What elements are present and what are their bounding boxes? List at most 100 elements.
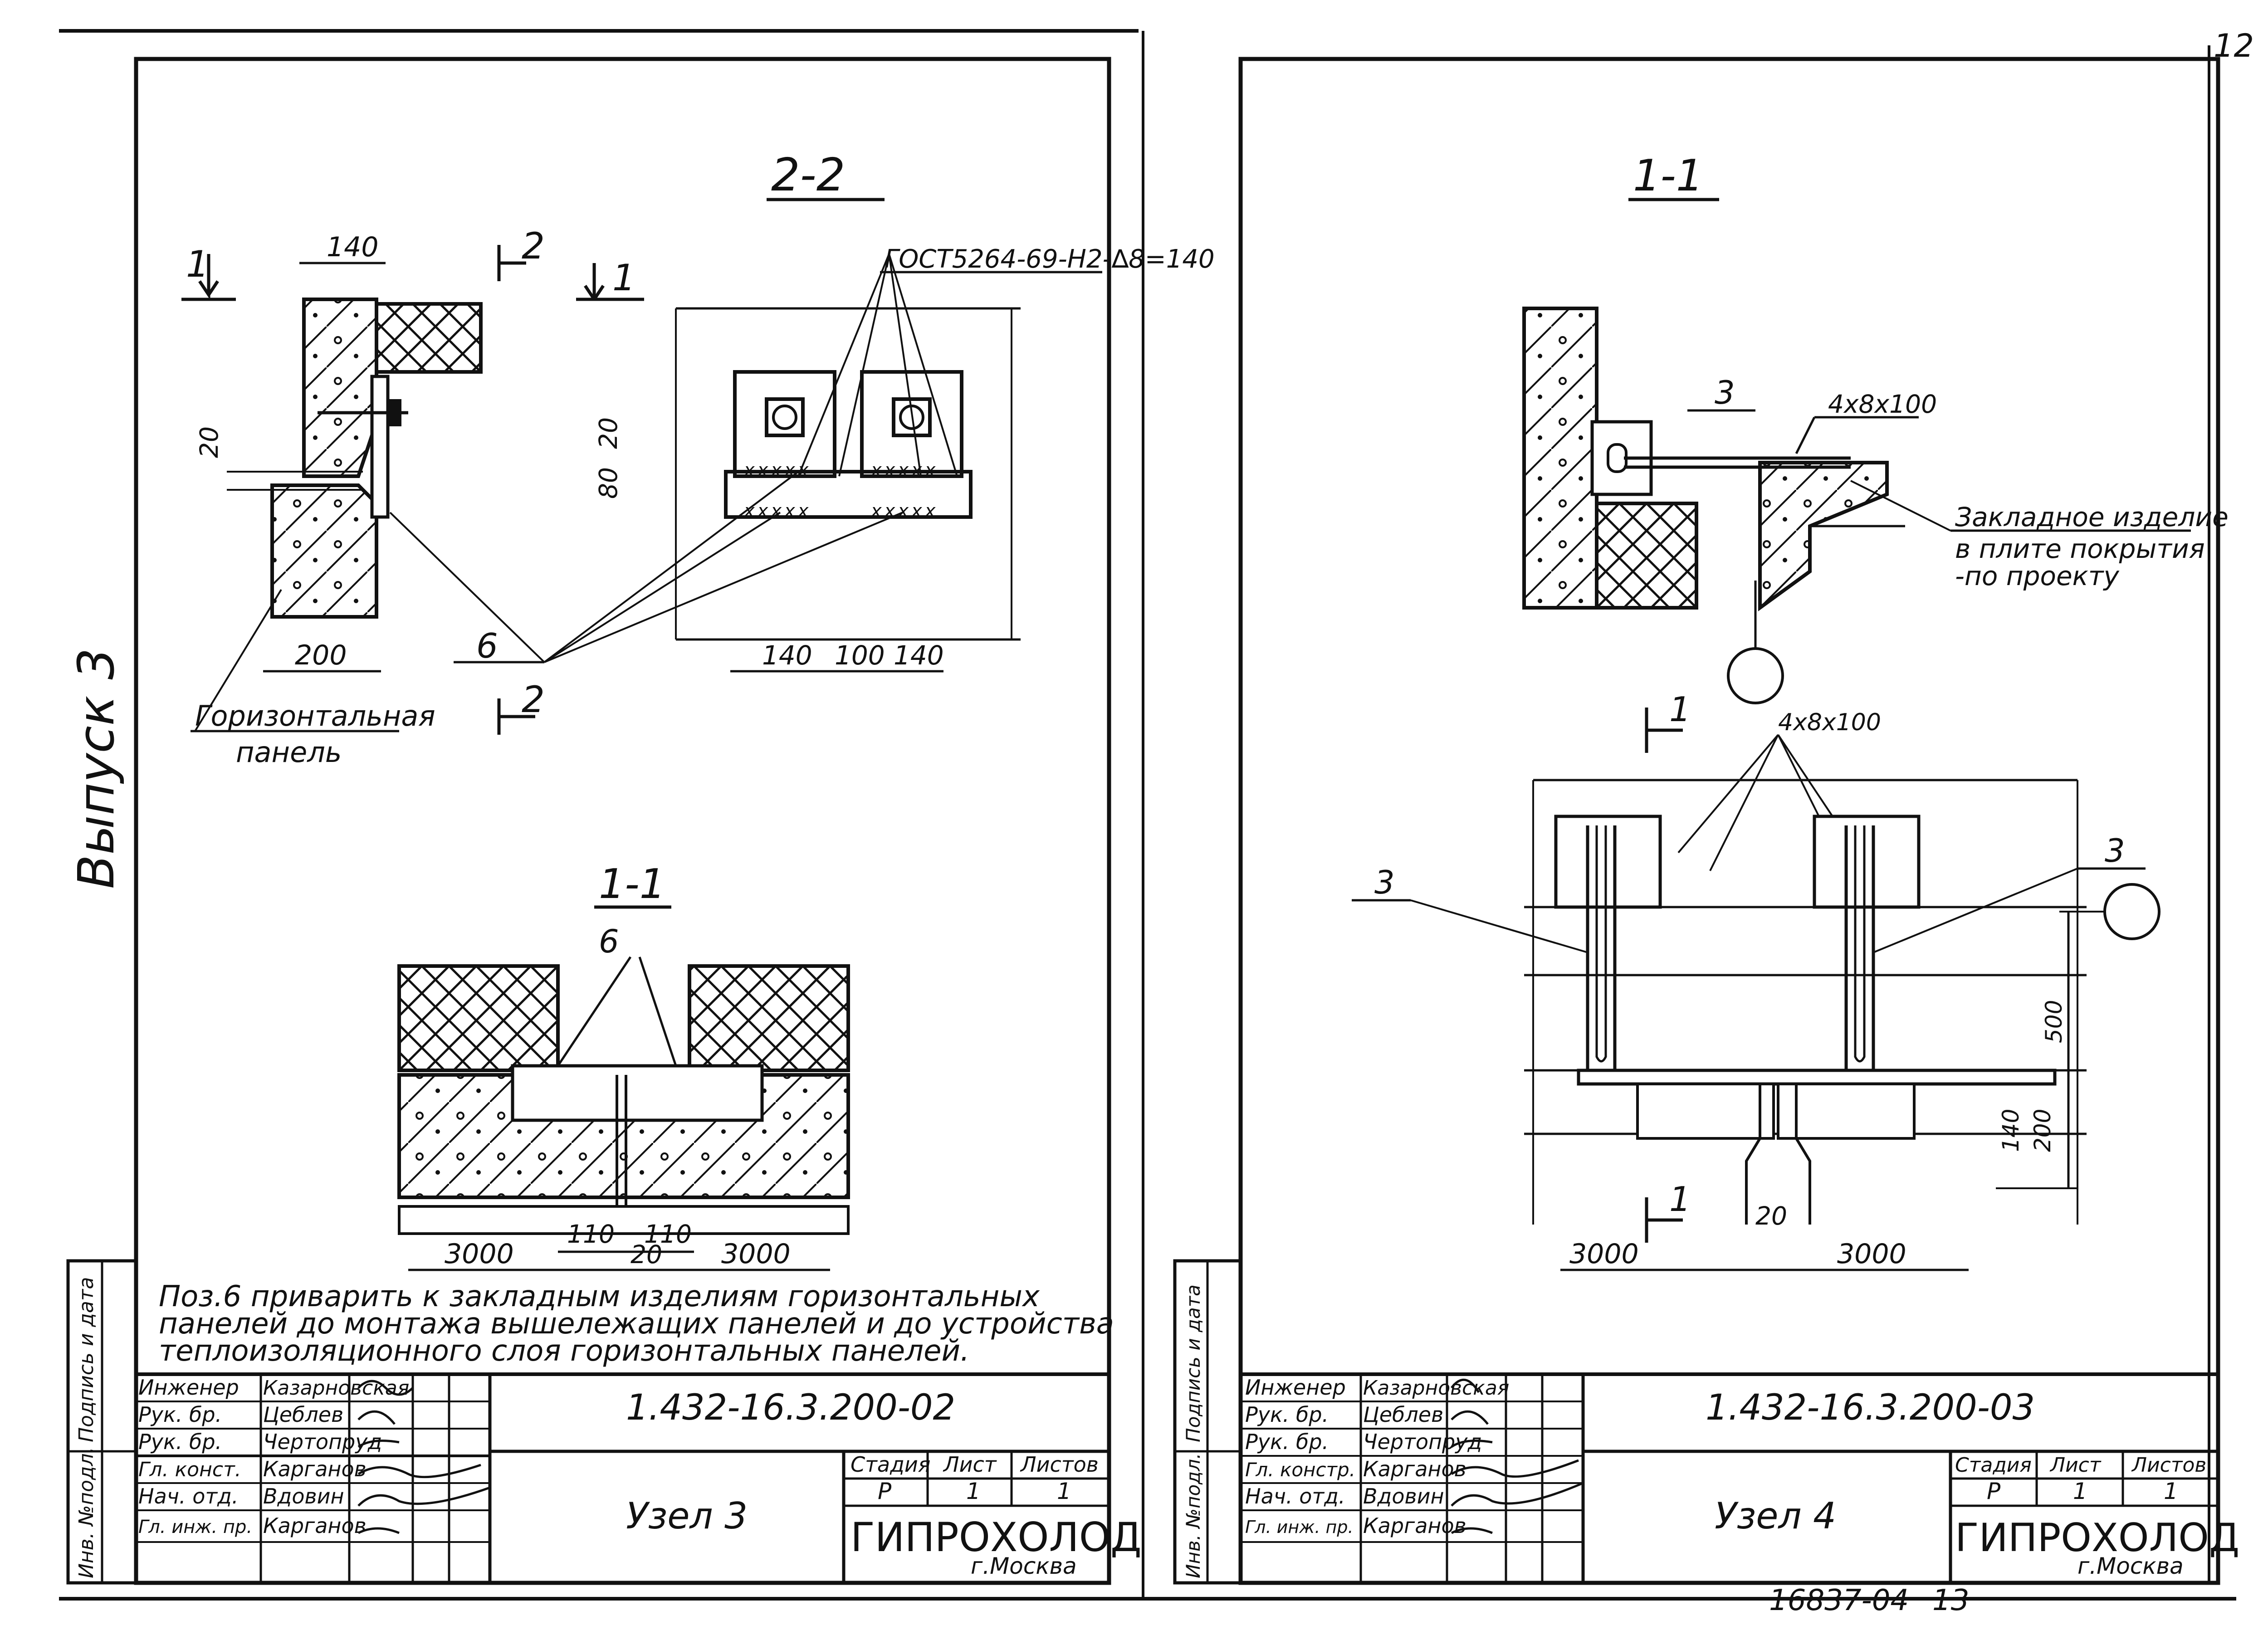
corner-number: 12 bbox=[2214, 27, 2254, 64]
embed-label-1: Закладное изделие bbox=[1955, 502, 2229, 532]
dim-3000-a: 3000 bbox=[445, 1238, 514, 1270]
dim-140-b: 140 bbox=[894, 640, 944, 671]
dim-110-a: 110 bbox=[567, 1220, 615, 1249]
note-block: Поз.6 приварить к закладным изделиям гор… bbox=[159, 1280, 1114, 1368]
dim-100: 100 bbox=[835, 640, 885, 671]
right-sheet: 12 1-1 3 4x8x100 Закладное изделие в пли… bbox=[1173, 27, 2254, 1617]
dim-20-b: 20 bbox=[594, 417, 623, 449]
staff-name-3: Карганов bbox=[263, 1457, 367, 1481]
page-number: 13 bbox=[1932, 1584, 1969, 1617]
embed-label-2: в плите покрытия bbox=[1955, 533, 2205, 564]
section-2-2-title: 2-2 bbox=[771, 148, 845, 201]
dim-3000-c: 3000 bbox=[1569, 1238, 1639, 1270]
pos-3-top: 3 bbox=[1715, 374, 1735, 411]
dim-200: 200 bbox=[2029, 1109, 2056, 1152]
sheets-left: 1 bbox=[1057, 1478, 1071, 1504]
staff-name-1: Цеблев bbox=[263, 1402, 343, 1427]
staff-role-1: Рук. бр. bbox=[138, 1402, 222, 1427]
city-right: г.Москва bbox=[2077, 1553, 2184, 1579]
city-left: г.Москва bbox=[971, 1553, 1077, 1579]
left-title-block: Инженер Казарновская Рук. бр. Цеблев Рук… bbox=[134, 1372, 1142, 1585]
left-sheet: Выпуск 3 2-2 1 1 2 2 140 2 bbox=[66, 57, 1215, 1585]
dim-110-b: 110 bbox=[644, 1220, 692, 1249]
staff-role-4: Нач. отд. bbox=[138, 1484, 239, 1508]
sheet-left: 1 bbox=[966, 1478, 981, 1504]
left-side-columns: Инв. №подл. Подпись и дата bbox=[66, 1259, 138, 1585]
side-col-inv-right: Инв. №подл. bbox=[1182, 1453, 1204, 1578]
cut-mark-1-left: 1 bbox=[186, 243, 209, 285]
side-col-sign-left: Подпись и дата bbox=[75, 1277, 98, 1442]
staff-role-3: Гл. конст. bbox=[138, 1458, 241, 1481]
stage-head-left: Стадия bbox=[850, 1452, 930, 1477]
section-1-1-title-right: 1-1 bbox=[1633, 151, 1703, 201]
dim-20-left: 20 bbox=[195, 426, 224, 458]
stage-head-right: Стадия bbox=[1955, 1454, 2032, 1477]
svg-text:xxxxx: xxxxx bbox=[743, 460, 811, 481]
cut-mark-1-right: 1 bbox=[612, 257, 635, 299]
sheets-head-right: Листов bbox=[2131, 1454, 2206, 1477]
staff-name-2: Чертопруд bbox=[263, 1430, 382, 1454]
cut-mark-top: 1 bbox=[1669, 689, 1691, 729]
right-side-columns: Инв. №подл. Подпись и дата bbox=[1173, 1259, 1242, 1585]
section-1-1-right-top: 1-1 3 4x8x100 Закладное изделие в плите … bbox=[1522, 151, 2229, 704]
section-1-1-left: 1-1 6 110 110 3000 20 3000 bbox=[397, 860, 850, 1271]
side-col-inv-left: Инв. №подл. bbox=[75, 1447, 98, 1578]
r-staff-role-0: Инженер bbox=[1245, 1375, 1346, 1400]
dim-3000-d: 3000 bbox=[1837, 1238, 1906, 1270]
section-2-2-detail: xxxxx xxxxx xxxxx xxxxx 140 100 140 80 2… bbox=[389, 244, 1215, 673]
r-staff-role-1: Рук. бр. bbox=[1245, 1402, 1329, 1427]
svg-text:xxxxx: xxxxx bbox=[870, 501, 938, 522]
svg-text:xxxxx: xxxxx bbox=[743, 501, 811, 522]
pos-6-label: 6 bbox=[476, 626, 498, 666]
dim-80: 80 bbox=[594, 467, 623, 499]
r-staff-name-5: Карганов bbox=[1363, 1513, 1466, 1538]
pos-3-left: 3 bbox=[1374, 864, 1395, 901]
doc-number-left: 1.432-16.3.200-02 bbox=[626, 1387, 955, 1428]
r-staff-name-4: Вдовин bbox=[1363, 1484, 1444, 1508]
doc-number-right: 1.432-16.3.200-03 bbox=[1706, 1387, 2035, 1428]
stage-right: Р bbox=[1987, 1478, 2001, 1504]
weld-callout: ГОСТ5264-69-Н2-∆8=140 bbox=[885, 244, 1215, 274]
dim-140-a: 140 bbox=[762, 640, 812, 671]
right-title-block: Инженер Казарновская Рук. бр. Цеблев Рук… bbox=[1239, 1372, 2239, 1585]
weld-size-bottom: 4x8x100 bbox=[1778, 709, 1881, 736]
node-title-right: Узел 4 bbox=[1715, 1495, 1836, 1537]
panel-label-1: Горизонтальная bbox=[195, 699, 435, 732]
panel-label-2: панель bbox=[236, 736, 342, 769]
stage-left: Р bbox=[878, 1478, 892, 1504]
note-line-3: теплоизоляционного слоя горизонтальных п… bbox=[159, 1334, 969, 1368]
svg-text:xxxxx: xxxxx bbox=[870, 460, 938, 481]
note-line-1: Поз.6 приварить к закладным изделиям гор… bbox=[159, 1280, 1040, 1313]
side-col-sign-right: Подпись и дата bbox=[1182, 1284, 1204, 1442]
sheet-head-left: Лист bbox=[943, 1452, 997, 1477]
r-staff-name-0: Казарновская bbox=[1363, 1376, 1509, 1400]
section-1-1-right-bottom: 1 1 4x8x100 3 3 bbox=[1352, 689, 2160, 1271]
archive-number: 16837-04 bbox=[1769, 1584, 1909, 1617]
cut-mark-2-top: 2 bbox=[522, 225, 545, 267]
embed-label-3: -по проекту bbox=[1955, 561, 2119, 591]
staff-role-2: Рук. бр. bbox=[138, 1430, 222, 1454]
org-left: ГИПРОХОЛОД bbox=[850, 1514, 1142, 1561]
r-staff-role-5: Гл. инж. пр. bbox=[1245, 1517, 1354, 1537]
dim-20-d: 20 bbox=[1755, 1201, 1787, 1230]
weld-size-top: 4x8x100 bbox=[1828, 390, 1937, 419]
sheets-head-left: Листов bbox=[1020, 1452, 1099, 1477]
side-label: Выпуск 3 bbox=[67, 648, 125, 889]
pos-3-right: 3 bbox=[2105, 832, 2125, 869]
r-staff-role-3: Гл. констр. bbox=[1245, 1459, 1355, 1481]
r-staff-role-4: Нач. отд. bbox=[1245, 1484, 1345, 1508]
r-staff-role-2: Рук. бр. bbox=[1245, 1430, 1329, 1454]
dim-200: 200 bbox=[295, 639, 347, 671]
cut-mark-2-bottom: 2 bbox=[522, 678, 545, 721]
sheets-right: 1 bbox=[2164, 1478, 2178, 1504]
elevation-detail: 1 1 2 2 140 200 20 Горизонтальная панель bbox=[181, 225, 644, 769]
org-right: ГИПРОХОЛОД bbox=[1955, 1515, 2239, 1561]
staff-role-5: Гл. инж. пр. bbox=[138, 1517, 252, 1537]
r-staff-name-1: Цеблев bbox=[1363, 1402, 1443, 1427]
dim-500: 500 bbox=[2041, 1000, 2067, 1043]
note-line-2: панелей до монтажа вышележащих панелей и… bbox=[159, 1307, 1114, 1341]
section-1-1-title-left: 1-1 bbox=[599, 860, 665, 908]
staff-name-5: Карганов bbox=[263, 1513, 367, 1538]
dim-140: 140 bbox=[1998, 1109, 2024, 1152]
